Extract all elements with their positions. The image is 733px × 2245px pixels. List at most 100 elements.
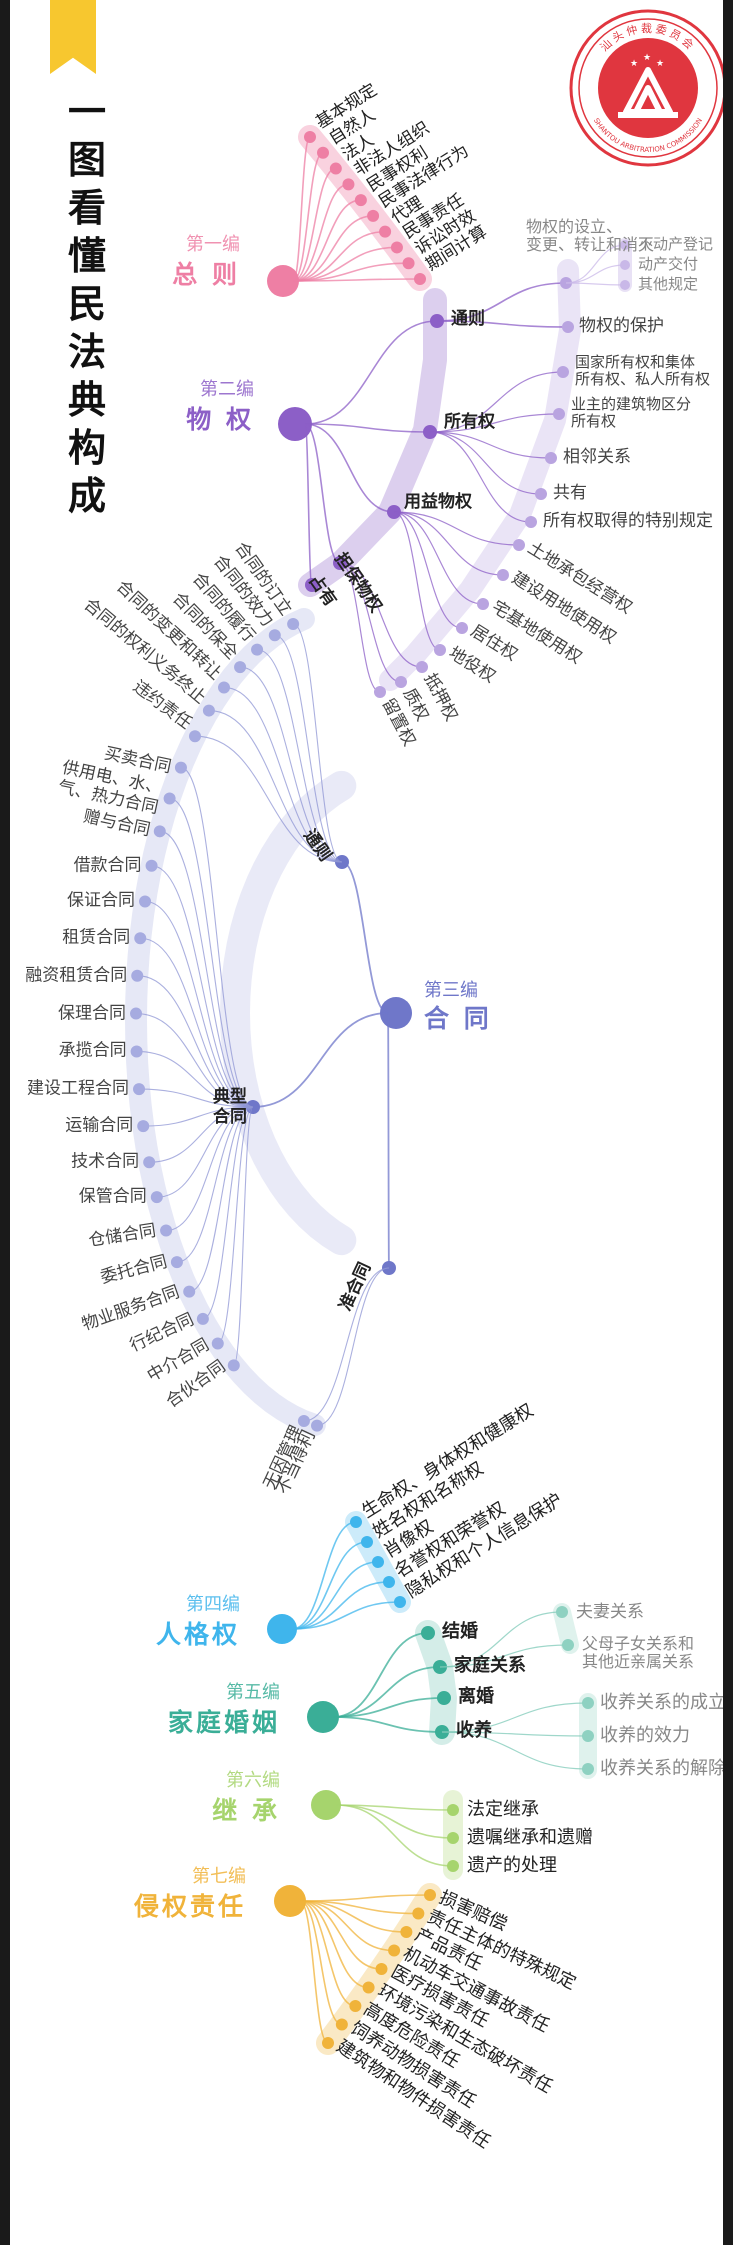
- part3-link: [341, 861, 389, 1014]
- part2-item-label: 相邻关系: [563, 447, 631, 467]
- part3-item-dot: [217, 681, 230, 694]
- part4-item-dot: [372, 1556, 384, 1568]
- part5-section-label: 收养: [456, 1720, 492, 1741]
- part7-item-dot: [412, 1907, 425, 1920]
- part1-band: [298, 125, 432, 291]
- part2-link: [339, 562, 402, 683]
- part4-link: [291, 1561, 379, 1630]
- part3-link: [136, 1013, 254, 1108]
- part1-link: [292, 183, 349, 282]
- part2-sub-link: [565, 282, 626, 286]
- part3-item-dot: [211, 1337, 224, 1350]
- part6-item-label: 遗嘱继承和遗赠: [467, 1827, 593, 1848]
- part3-link: [292, 623, 343, 863]
- part7-hub: [274, 1885, 306, 1917]
- part6-item-label: 法定继承: [467, 1799, 539, 1820]
- part-title: 家庭婚姻: [167, 1708, 280, 1737]
- part-number: 第一编: [186, 234, 240, 255]
- part5-link: [439, 1644, 569, 1668]
- part-number: 第六编: [226, 1770, 280, 1791]
- part4-item-dot: [350, 1516, 362, 1528]
- part7-item-dot: [362, 1981, 375, 1994]
- part2-item-dot: [456, 622, 468, 634]
- part5-link: [441, 1731, 589, 1770]
- part2-item-dot: [513, 539, 525, 551]
- part2-item-dot: [557, 366, 569, 378]
- part3-item-dot: [131, 969, 144, 982]
- part3-item-dot: [227, 1359, 240, 1372]
- part5-link: [441, 1731, 589, 1737]
- part2-link: [429, 431, 542, 495]
- part2-sub-label: 其他规定: [638, 275, 699, 293]
- part7-item-dot: [400, 1926, 413, 1938]
- part2-link: [393, 511, 484, 605]
- part1-link: [292, 167, 337, 282]
- part7-item-dot: [375, 1963, 388, 1975]
- part6-item-label: 遗产的处理: [467, 1855, 557, 1876]
- part5-item-label: 收养的效力: [600, 1725, 690, 1746]
- part3-link: [189, 1106, 254, 1293]
- part2-item-dot: [416, 661, 428, 673]
- part2-link: [304, 423, 395, 513]
- part2-link: [429, 431, 552, 459]
- part5-link: [332, 1666, 441, 1718]
- part5-item-dot: [582, 1763, 594, 1775]
- part7-link: [299, 1900, 395, 1952]
- part2-section-dot: [305, 578, 319, 592]
- part3-item-band: [125, 607, 326, 1436]
- part7-link: [299, 1900, 407, 1933]
- part2-sub-dot: [620, 280, 630, 290]
- part-number: 第四编: [186, 1594, 240, 1615]
- part2-item-dot: [535, 488, 547, 500]
- part2-item-dot: [395, 676, 407, 688]
- part6-item-dot: [447, 1804, 459, 1816]
- part5-link: [332, 1632, 429, 1718]
- part-number: 第三编: [424, 980, 478, 1001]
- part7-item-dot: [335, 2018, 348, 2031]
- part3-item-dot: [134, 932, 147, 945]
- part3-link: [145, 900, 254, 1108]
- part3-item-dot: [137, 1120, 150, 1133]
- part2-item-dot: [477, 598, 489, 610]
- part3-link: [217, 1106, 254, 1345]
- part3-link: [387, 1012, 390, 1269]
- part2-section-label: 通则: [451, 309, 485, 329]
- part7-item-dot: [424, 1889, 436, 1901]
- part3-item-dot: [145, 859, 158, 872]
- part2-hub: [278, 407, 312, 441]
- part3-item-label: 保管合同: [78, 1186, 147, 1207]
- part2-link: [393, 511, 504, 576]
- part3-link: [274, 634, 343, 863]
- part3-link: [180, 767, 254, 1108]
- part2-section-label: 用益物权: [404, 492, 472, 512]
- part3-item-dot: [297, 1415, 310, 1428]
- svg-text:★: ★: [630, 59, 638, 69]
- part7-link: [299, 1900, 369, 1989]
- part3-link: [233, 1106, 254, 1366]
- part2-link: [393, 511, 463, 629]
- part3-link: [252, 1012, 389, 1108]
- part6-item-dot: [447, 1832, 459, 1844]
- part1-link: [292, 136, 311, 282]
- part4-item-dot: [361, 1536, 373, 1548]
- part3-item-dot: [183, 1285, 196, 1298]
- part7-link: [299, 1900, 356, 2007]
- part3-item-label: 租赁合同: [62, 927, 131, 948]
- part1-item-dot: [402, 257, 415, 270]
- part5-hub: [307, 1701, 339, 1733]
- part2-sub-dot: [620, 240, 630, 250]
- part-number: 第七编: [192, 1866, 246, 1887]
- part2-link: [429, 371, 564, 433]
- part2-item-label: 所有权取得的特别规定: [543, 511, 713, 531]
- part1-item-dot: [354, 194, 367, 207]
- part3-item-dot: [170, 1256, 183, 1269]
- part3-item-dot: [311, 1419, 324, 1432]
- part3-link: [149, 1106, 254, 1163]
- part2-item-label: 物权的设立、 变更、转让和消灭: [526, 217, 655, 255]
- part3-item-label: 承揽合同: [58, 1040, 127, 1061]
- part4-link: [291, 1581, 390, 1630]
- part1-item-dot: [329, 162, 342, 175]
- part2-item-dot: [525, 516, 537, 528]
- part3-link: [303, 1267, 390, 1422]
- part4-hub: [267, 1614, 297, 1644]
